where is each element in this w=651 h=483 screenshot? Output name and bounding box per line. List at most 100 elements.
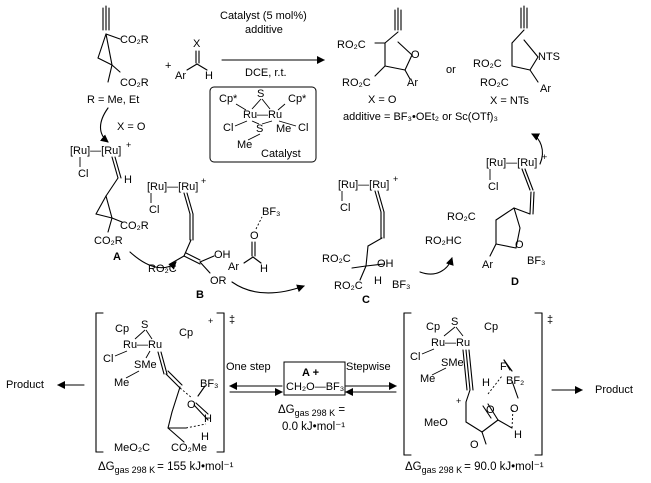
methyl-group: Me [237, 139, 252, 151]
bf3-lewis-acid: BF₃ [200, 378, 219, 390]
pyrrolidine-product: NTS RO₂C RO₂C Ar X = NTs [473, 5, 560, 107]
aldehyde-bf3-complex: BF₃ O Ar H [228, 206, 281, 275]
ester-group: RO₂HC [425, 235, 462, 247]
ester-oxygen: O [470, 439, 479, 451]
aryl-group: Ar [228, 261, 239, 273]
ruthenium-dimer: [Ru]—[Ru] [70, 145, 121, 157]
plus-sign: + [165, 60, 171, 72]
ester-group: RO₂C [334, 280, 363, 292]
transition-state-dagger: ‡ [547, 314, 553, 326]
hydrogen-atom: H [204, 413, 212, 425]
charge-plus: + [201, 176, 206, 186]
intermediate-b: [Ru]—[Ru] + Cl OH OR RO₂C B [147, 176, 231, 301]
or-label: or [446, 64, 456, 76]
hydrogen-atom: H [205, 70, 213, 82]
ruthenium-dimer: [Ru]—[Ru] [486, 157, 537, 169]
ester-group: RO₂C [342, 77, 371, 89]
transition-state-stepwise: ‡ Cp S Cp Ru—Ru Cl SMe Me + F BF₂ H O O … [403, 312, 553, 456]
ruthenium-dimer: Ru—Ru [243, 109, 282, 121]
ester-group: CO₂R [120, 34, 149, 46]
ester-group: RO₂C [337, 39, 366, 51]
ester-group: RO₂C [473, 58, 502, 70]
transition-state-one-step: + ‡ Cp S Cp Ru—Ru Cl SMe Me BF₃ O H H Me… [95, 312, 235, 454]
cp-star-ligand: Cp* [219, 93, 238, 105]
chloride-ligand: Cl [410, 351, 420, 363]
pathway-label-stepwise: Stepwise [346, 361, 391, 373]
product-condition-label: X = O [368, 94, 397, 106]
ester-group: MeO₂C [114, 442, 150, 454]
charge-plus: + [393, 174, 398, 184]
charge-plus: + [456, 396, 461, 406]
thiomethyl-group: SMe [441, 357, 464, 369]
hydrogen-atom: H [124, 174, 132, 186]
intermediate-label-c: C [362, 294, 370, 306]
charge-plus: + [208, 316, 213, 326]
intermediate-a: [Ru]—[Ru] + Cl H CO₂R CO₂R A [70, 140, 149, 263]
methyl-group: Me [114, 377, 129, 389]
product-condition-label: X = NTs [490, 95, 529, 107]
methoxy-group: MeO [424, 417, 448, 429]
cycle-arrow [231, 281, 305, 294]
chloride-ligand: Cl [103, 353, 113, 365]
hydrogen-atom: H [482, 377, 490, 389]
bf3-lewis-acid: BF₃ [392, 279, 411, 291]
bf3-lewis-acid: BF₃ [262, 206, 281, 218]
product-label: Product [6, 379, 44, 391]
reagent-label: X = O [117, 121, 146, 133]
bf2-group: BF₂ [506, 375, 524, 387]
ring-oxygen: O [411, 49, 420, 61]
alkoxy-group: OR [210, 275, 227, 287]
energy-label-one-step: ΔGgas 298 K= 155 kJ•mol⁻¹ [98, 461, 234, 475]
energy-value-reference: 0.0 kJ•mol⁻¹ [282, 421, 345, 433]
thf-product: O RO₂C RO₂C Ar X = O [337, 7, 420, 106]
ester-group: CO₂Me [171, 442, 207, 454]
cp-star-ligand: Cp* [288, 93, 307, 105]
ruthenium-dimer: Ru—Ru [431, 337, 470, 349]
ruthenium-dimer: [Ru]—[Ru] [147, 181, 198, 193]
charge-plus: + [126, 140, 131, 150]
carbonyl-oxygen: O [486, 404, 495, 416]
hydroxyl-group: OH [214, 249, 231, 261]
energy-label-stepwise: ΔGgas 298 K= 90.0 kJ•mol⁻¹ [405, 461, 544, 475]
ester-group: CO₂R [120, 77, 149, 89]
cp-ligand: Cp [484, 321, 498, 333]
ruthenium-dimer: [Ru]—[Ru] [338, 179, 389, 191]
ester-group: RO₂C [480, 77, 509, 89]
alkoxide-oxygen: O [510, 403, 519, 415]
cp-ligand: Cp [179, 327, 193, 339]
sulfur-atom: S [141, 319, 148, 331]
cp-ligand: Cp [115, 323, 129, 335]
equilibrium-arrows-left [229, 382, 283, 396]
ester-group: CO₂R [94, 235, 123, 247]
cycle-arrow [99, 107, 109, 143]
reference-state-box: A + CH₂O—BF₃ [283, 361, 346, 396]
hydrogen-atom: H [201, 431, 209, 443]
ester-group: RO₂C [148, 263, 177, 275]
ester-group: CO₂R [120, 220, 149, 232]
product-label: Product [595, 384, 633, 396]
ruthenium-dimer: Ru—Ru [123, 339, 162, 351]
aryl-group: Ar [407, 77, 418, 89]
cyclopropane-substrate: CO₂R CO₂R R = Me, Et [87, 5, 149, 106]
thiomethyl-group: SMe [134, 359, 157, 371]
carbonyl-oxygen: O [187, 399, 196, 411]
sulfur-atom: S [256, 123, 263, 135]
hydrogen-atom: H [260, 263, 268, 275]
hydrogen-atom: H [514, 429, 522, 441]
transition-state-dagger: ‡ [229, 314, 235, 326]
cycle-arrow [419, 257, 454, 275]
pathway-label-one-step: One step [226, 361, 271, 373]
cycle-arrow [531, 133, 543, 165]
equilibrium-arrows-right [345, 382, 397, 396]
charge-plus: + [542, 152, 547, 162]
methyl-group: Me [276, 123, 291, 135]
energy-label-reference: ΔGgas 298 K = [278, 404, 345, 418]
reference-state-line: A + [302, 367, 319, 379]
chloride-ligand: Cl [149, 204, 159, 216]
intermediate-label-d: D [511, 276, 519, 288]
aldehyde-reagent: X Ar H [175, 38, 213, 82]
sulfur-atom: S [257, 88, 264, 100]
intermediate-label-a: A [113, 251, 121, 263]
r-group-definition: R = Me, Et [87, 94, 139, 106]
